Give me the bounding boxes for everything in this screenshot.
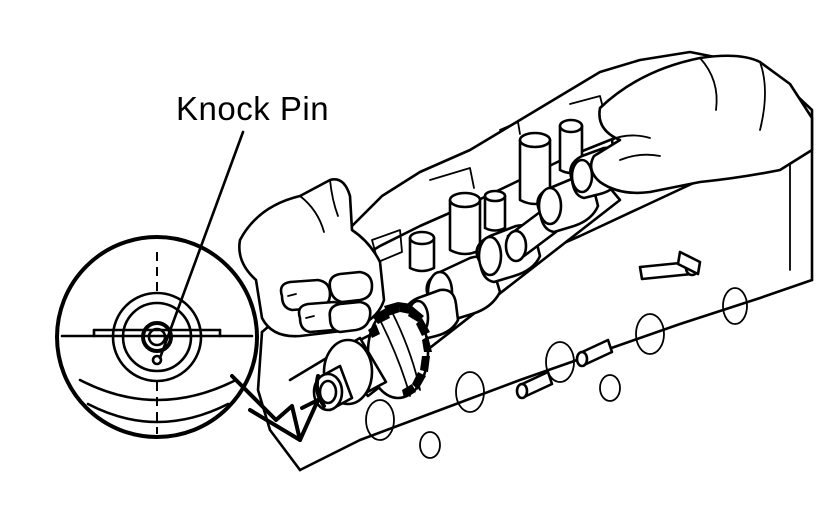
stud bbox=[676, 250, 702, 276]
knock-pin-leader-line bbox=[158, 130, 245, 360]
valve-lifter bbox=[408, 230, 436, 273]
camshaft-front-end bbox=[312, 336, 388, 412]
stud bbox=[575, 338, 614, 368]
valve-lifter bbox=[483, 189, 507, 232]
knock-pin-detail-view bbox=[55, 235, 320, 442]
right-hand bbox=[589, 54, 814, 195]
valve-lifter bbox=[448, 191, 482, 256]
knock-pin-label: Knock Pin bbox=[176, 90, 330, 127]
stud bbox=[515, 370, 554, 400]
knock-pin-marker bbox=[151, 354, 163, 366]
finger bbox=[328, 270, 374, 304]
left-hand bbox=[238, 178, 386, 338]
finger bbox=[328, 300, 372, 334]
